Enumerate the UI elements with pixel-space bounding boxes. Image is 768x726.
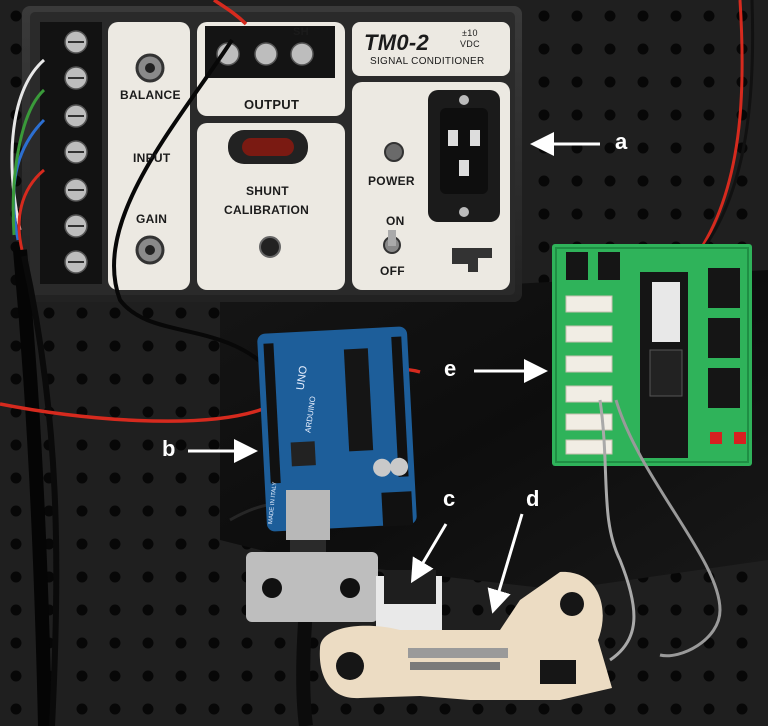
output-black-wire (112, 38, 272, 372)
arrow-c (410, 523, 448, 584)
arrow-d (487, 513, 524, 614)
board-connectors (565, 295, 613, 455)
range-bottom-label: VDC (460, 39, 480, 49)
on-label: ON (386, 214, 405, 228)
usb-b-connector (286, 490, 330, 540)
subtitle-label: SIGNAL CONDITIONER (370, 56, 485, 67)
annotation-a: a (615, 129, 628, 154)
annotation-b: b (162, 436, 176, 461)
input-panel (108, 22, 190, 290)
range-top-label: ±10 (462, 28, 478, 38)
input-label: INPUT (133, 151, 171, 165)
power-label: POWER (368, 174, 415, 188)
terminal-screws (64, 30, 88, 274)
printed-fixture (319, 571, 612, 700)
off-label: OFF (380, 264, 405, 278)
atmega-chip (343, 348, 374, 452)
arduino-dc-jack (381, 491, 414, 527)
aluminum-mount (246, 552, 378, 622)
annotation-c: c (443, 486, 456, 511)
title-panel (352, 22, 510, 76)
gain-label: GAIN (136, 212, 168, 226)
output-label: OUTPUT (244, 97, 300, 112)
shunt-button (259, 236, 281, 258)
shunt-label-line2: CALIBRATION (224, 203, 310, 217)
annotation-d: d (526, 486, 540, 511)
shunt-label-line1: SHUNT (246, 184, 289, 198)
black-cable (13, 249, 52, 726)
shunt-panel (197, 123, 345, 290)
sensor-wires (598, 399, 636, 662)
power-led (384, 142, 404, 162)
arduino-uno-board (257, 326, 417, 532)
model-label: TM0-2 (364, 30, 430, 55)
balance-label: BALANCE (120, 88, 181, 102)
annotation-e: e (444, 356, 457, 381)
brand-logo (452, 248, 492, 272)
sh-label: SH (293, 26, 309, 38)
wire-bundle (10, 58, 45, 231)
